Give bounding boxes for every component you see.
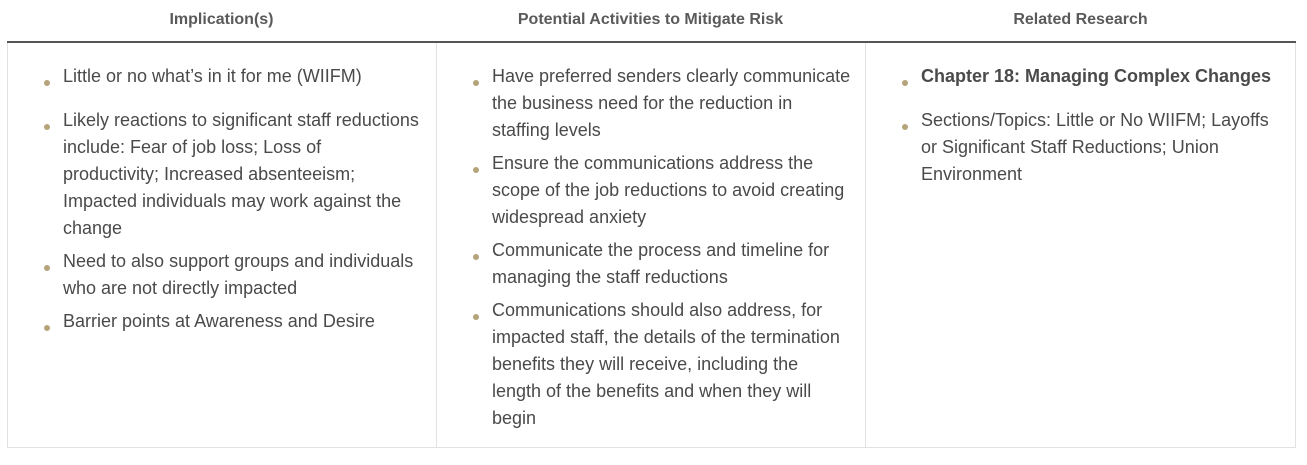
list-item: Ensure the communications address the sc… [463,150,851,231]
risk-mitigation-table: Implication(s) Potential Activities to M… [7,0,1296,448]
bullet-dot-icon [473,254,479,260]
list-item-text: Ensure the communications address the sc… [492,153,845,227]
bullet-dot-icon [902,124,908,130]
table-header-row: Implication(s) Potential Activities to M… [7,0,1296,43]
list-item: Need to also support groups and individu… [34,248,422,302]
list-item-text: Likely reactions to significant staff re… [63,110,419,238]
bullet-dot-icon [44,80,50,86]
list-item-text: Need to also support groups and individu… [63,251,414,298]
list-item: Communicate the process and timeline for… [463,237,851,291]
table-row: Little or no what’s in it for me (WIIFM)… [7,43,1296,448]
bullet-dot-icon [473,314,479,320]
list-item: Chapter 18: Managing Complex Changes [892,63,1281,90]
list-item-text: Sections/Topics: Little or No WIIFM; Lay… [921,110,1269,184]
list-item-text: Communicate the process and timeline for… [492,240,830,287]
list-item-text: Barrier points at Awareness and Desire [63,311,375,331]
activities-cell: Have preferred senders clearly communica… [436,43,865,447]
bullet-dot-icon [44,325,50,331]
list-item: Have preferred senders clearly communica… [463,63,851,144]
bullet-dot-icon [902,80,908,86]
header-activities: Potential Activities to Mitigate Risk [517,10,784,28]
list-item: Little or no what’s in it for me (WIIFM) [34,63,422,90]
research-cell: Chapter 18: Managing Complex Changes Sec… [865,43,1295,447]
header-research: Related Research [1013,10,1148,28]
bullet-dot-icon [44,124,50,130]
list-item: Likely reactions to significant staff re… [34,107,422,242]
research-list: Chapter 18: Managing Complex Changes Sec… [892,63,1281,188]
header-implications: Implication(s) [169,10,274,28]
implications-cell: Little or no what’s in it for me (WIIFM)… [8,43,436,447]
implications-list: Little or no what’s in it for me (WIIFM)… [34,63,422,335]
list-item: Sections/Topics: Little or No WIIFM; Lay… [892,107,1281,188]
bullet-dot-icon [473,80,479,86]
bullet-dot-icon [44,265,50,271]
list-item-text: Little or no what’s in it for me (WIIFM) [63,66,362,86]
list-item-text: Have preferred senders clearly communica… [492,66,851,140]
bullet-dot-icon [473,167,479,173]
chapter-reference: Chapter 18: Managing Complex Changes [921,66,1272,86]
activities-list: Have preferred senders clearly communica… [463,63,851,432]
list-item: Barrier points at Awareness and Desire [34,308,422,335]
list-item: Communications should also address, for … [463,297,851,432]
list-item-text: Communications should also address, for … [492,300,840,428]
